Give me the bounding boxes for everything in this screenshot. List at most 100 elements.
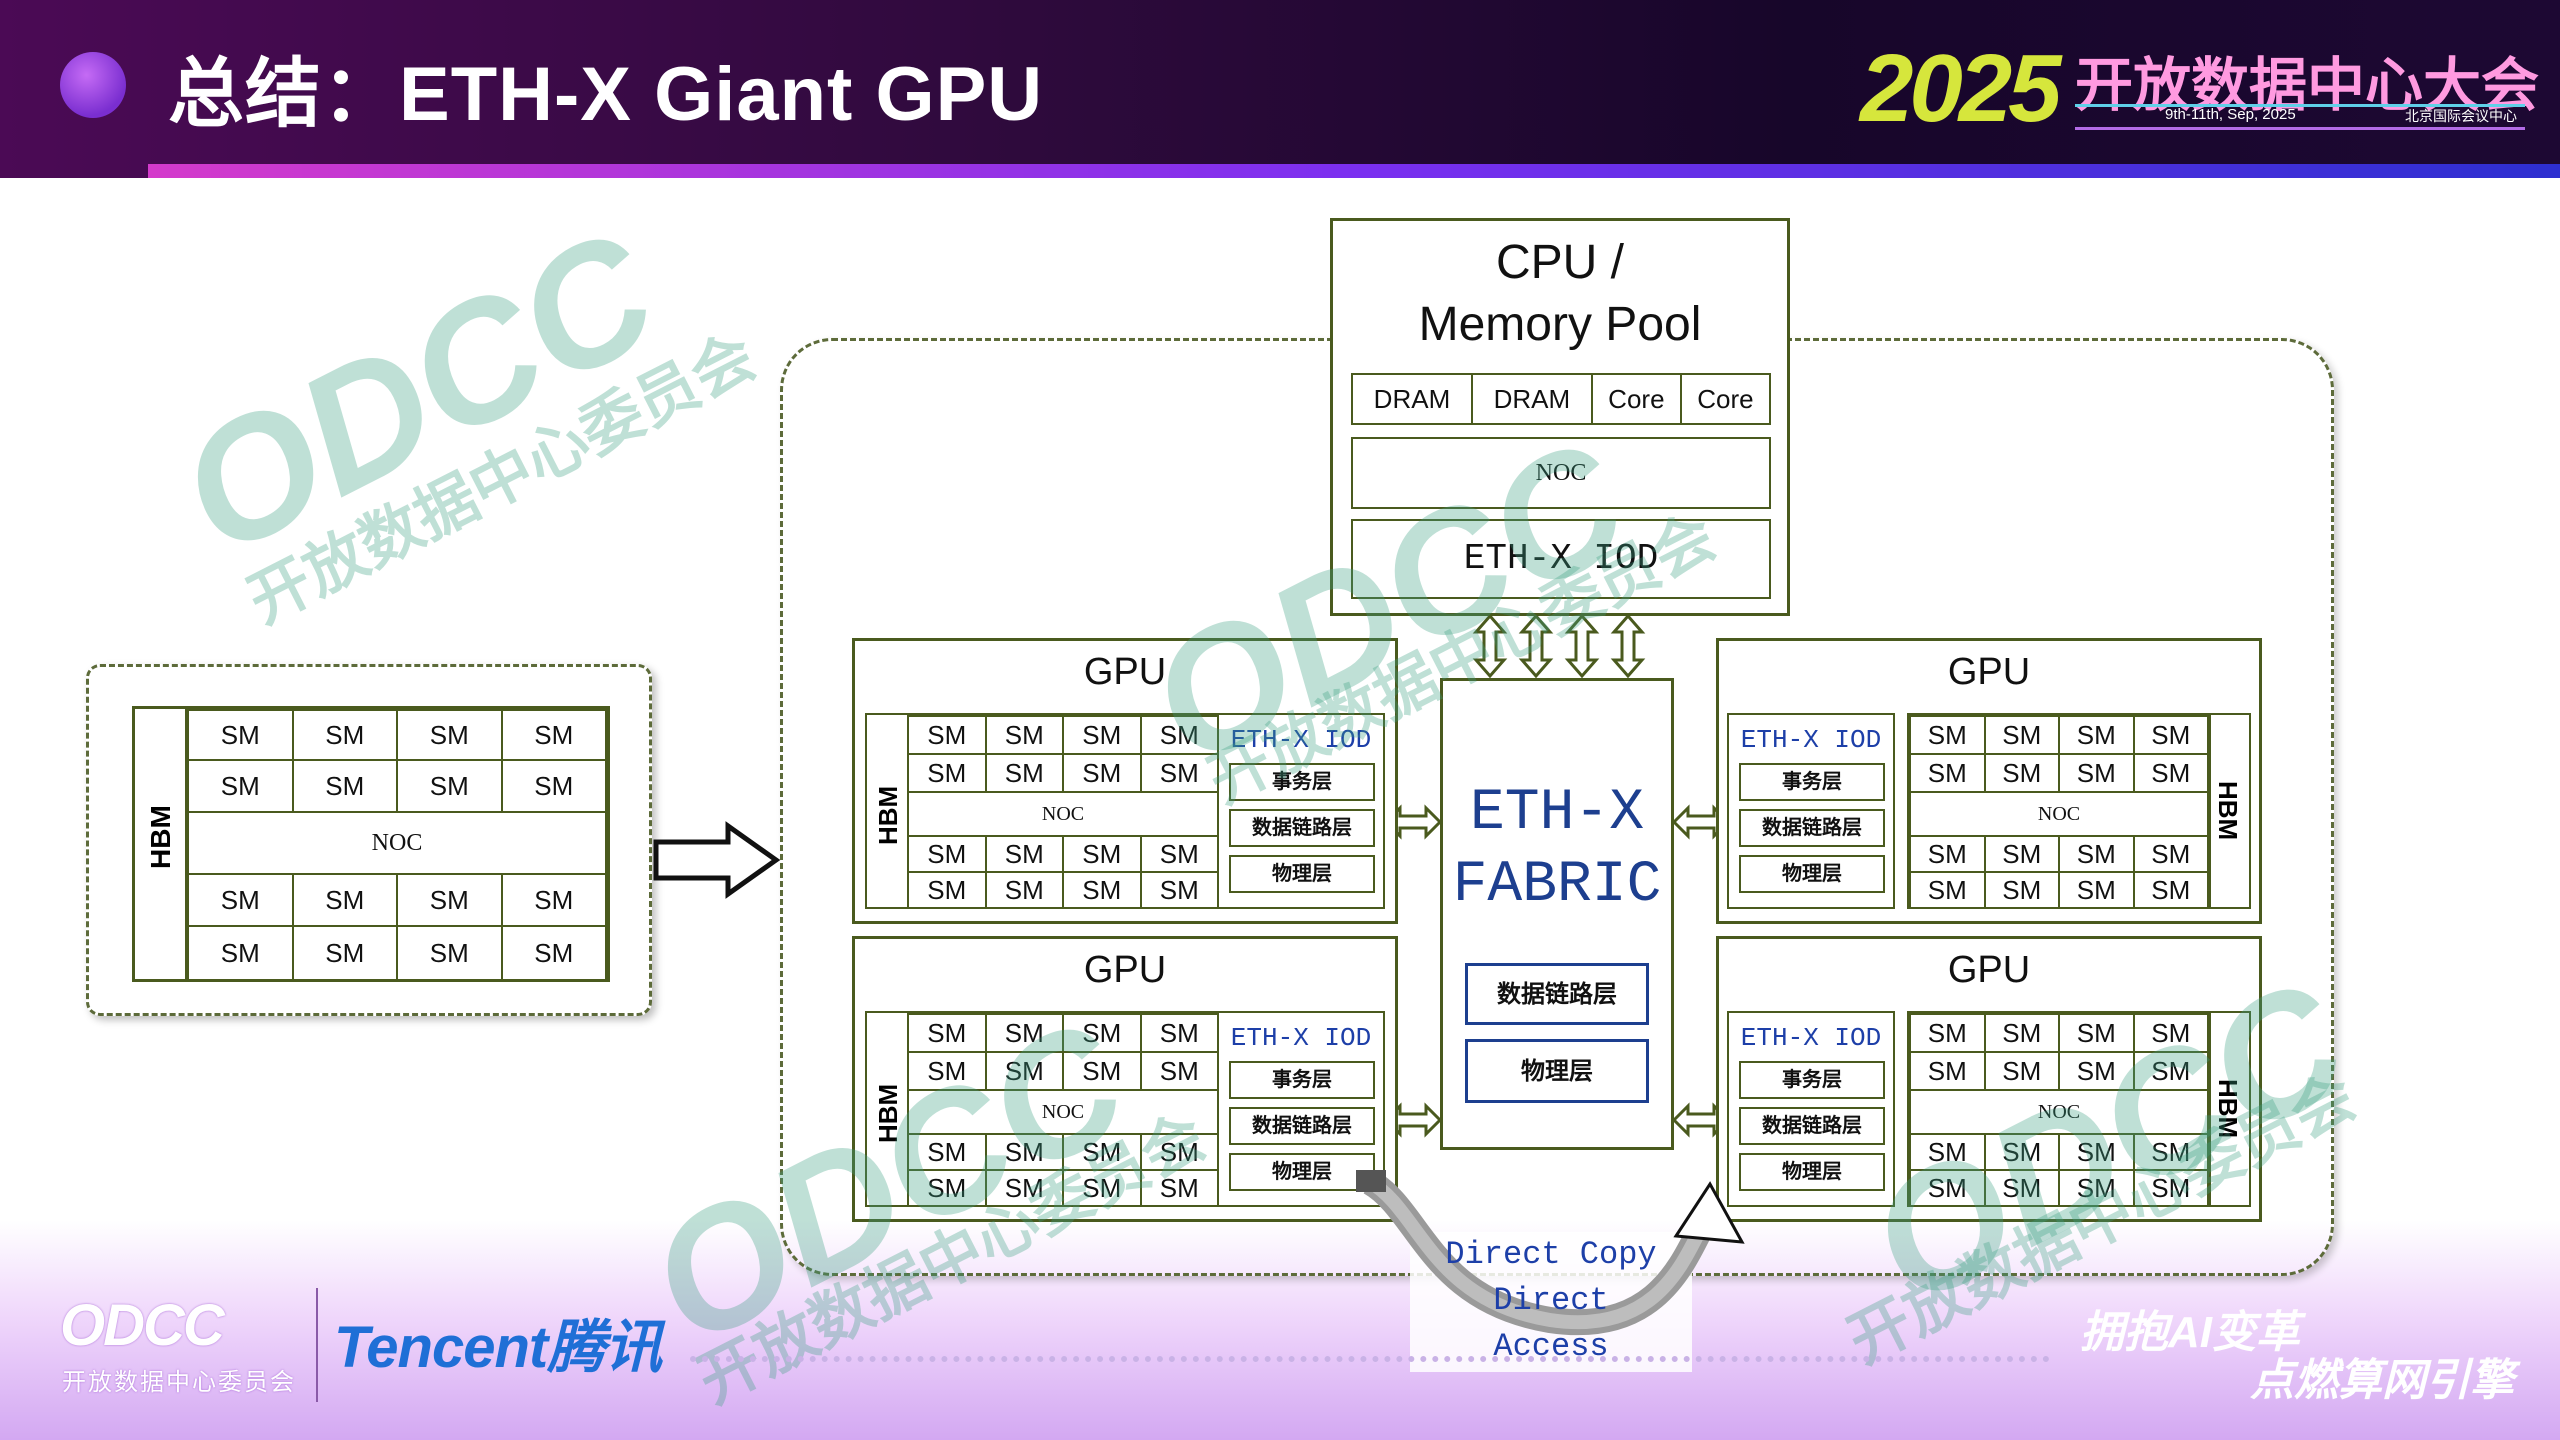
gpu-iod: ETH-X IOD 事务层 数据链路层 物理层: [1727, 1011, 1895, 1207]
right-arrow-icon: [653, 821, 781, 899]
fabric-physical-layer: 物理层: [1465, 1039, 1649, 1103]
sm-cell: SM: [907, 871, 987, 909]
transaction-layer: 事务层: [1739, 1061, 1885, 1099]
link-arrow-icon: [1384, 1102, 1442, 1138]
sm-cell: SM: [1139, 1169, 1219, 1207]
sm-cell: SM: [500, 759, 607, 813]
sm-cell: SM: [2132, 1013, 2209, 1053]
sm-cell: SM: [1909, 871, 1986, 909]
sm-cell: SM: [1139, 835, 1219, 873]
transaction-layer: 事务层: [1739, 763, 1885, 801]
slogan-line2: 点燃算网引擎: [2250, 1356, 2514, 1405]
tencent-logo: Tencent腾讯: [334, 1315, 662, 1380]
gpu-hbm: HBM: [2209, 1013, 2249, 1205]
sm-cell: SM: [1983, 835, 2060, 873]
sm-cell: SM: [291, 873, 398, 927]
sm-cell: SM: [187, 925, 294, 981]
slogan-line1: 拥抱AI变革: [2080, 1308, 2300, 1357]
core-cell: Core: [1679, 373, 1772, 425]
sm-cell: SM: [2058, 1133, 2135, 1171]
core-cell: Core: [1590, 373, 1682, 425]
sm-cell: SM: [2132, 1051, 2209, 1091]
sm-cell: SM: [396, 925, 503, 981]
sm-cell: SM: [1983, 871, 2060, 909]
page-title: 总结：ETH-X Giant GPU: [168, 52, 1044, 137]
noc-cell: NOC: [907, 1089, 1219, 1135]
footer-divider: [316, 1288, 318, 1402]
sm-cell: SM: [396, 873, 503, 927]
sm-cell: SM: [1983, 1133, 2060, 1171]
sm-cell: SM: [2058, 835, 2135, 873]
sm-cell: SM: [187, 759, 294, 813]
gpu-title: GPU: [1947, 651, 2031, 693]
datalink-layer: 数据链路层: [1229, 809, 1375, 847]
header-stripe: [148, 164, 2560, 178]
sm-cell: SM: [1062, 1133, 1142, 1171]
sm-cell: SM: [1062, 871, 1142, 909]
odcc-logo: ODCC: [60, 1293, 225, 1358]
hbm-label: HBM: [873, 1083, 903, 1143]
sm-cell: SM: [907, 1133, 987, 1171]
event-name: 开放数据中心大会: [2075, 53, 2540, 118]
transaction-layer: 事务层: [1229, 1061, 1375, 1099]
dram-cell: DRAM: [1351, 373, 1473, 425]
sm-cell: SM: [2132, 1169, 2209, 1207]
sm-cell: SM: [907, 835, 987, 873]
sm-cell: SM: [187, 873, 294, 927]
fabric-title-line1: ETH-X: [1469, 781, 1645, 846]
sm-cell: SM: [1983, 753, 2060, 793]
sm-cell: SM: [1983, 715, 2060, 755]
event-year: 2025: [1860, 35, 2062, 142]
dram-cell: DRAM: [1470, 373, 1593, 425]
hbm-label: HBM: [2213, 1079, 2243, 1139]
cpu-title-line2: Memory Pool: [1418, 298, 1702, 351]
sm-cell: SM: [1139, 1013, 1219, 1053]
iod-title: ETH-X IOD: [1230, 1023, 1372, 1053]
single-gpu-hbm: HBM: [135, 709, 187, 979]
sm-cell: SM: [984, 1051, 1064, 1091]
datalink-layer: 数据链路层: [1739, 809, 1885, 847]
physical-layer: 物理层: [1739, 855, 1885, 893]
sm-cell: SM: [984, 835, 1064, 873]
sm-cell: SM: [2058, 1051, 2135, 1091]
cpu-fabric-links-icon: [1472, 614, 1646, 678]
header-bar: [0, 0, 2560, 178]
sm-cell: SM: [1909, 835, 1986, 873]
gpu-title: GPU: [1947, 949, 2031, 991]
sm-cell: SM: [907, 1051, 987, 1091]
sm-cell: SM: [984, 871, 1064, 909]
noc-cell: NOC: [1909, 1089, 2209, 1135]
datalink-layer: 数据链路层: [1229, 1107, 1375, 1145]
sm-cell: SM: [1909, 1133, 1986, 1171]
link-arrow-icon: [1384, 804, 1442, 840]
single-gpu-container: [86, 664, 652, 1016]
physical-layer: 物理层: [1229, 855, 1375, 893]
sm-cell: SM: [1909, 1169, 1986, 1207]
sm-cell: SM: [1139, 1133, 1219, 1171]
iod-title: ETH-X IOD: [1740, 725, 1882, 755]
sm-cell: SM: [396, 709, 503, 761]
sm-cell: SM: [2058, 715, 2135, 755]
sm-cell: SM: [1062, 1051, 1142, 1091]
sm-cell: SM: [291, 759, 398, 813]
direct-copy-line2: Direct: [1493, 1282, 1609, 1319]
hbm-label: HBM: [2213, 781, 2243, 841]
noc-cell: NOC: [907, 791, 1219, 837]
sm-cell: SM: [2132, 715, 2209, 755]
sm-cell: SM: [500, 709, 607, 761]
sm-cell: SM: [984, 753, 1064, 793]
hbm-label: HBM: [145, 805, 176, 869]
sm-cell: SM: [500, 925, 607, 981]
sm-cell: SM: [2058, 753, 2135, 793]
sm-cell: SM: [1139, 715, 1219, 755]
sm-cell: SM: [907, 753, 987, 793]
